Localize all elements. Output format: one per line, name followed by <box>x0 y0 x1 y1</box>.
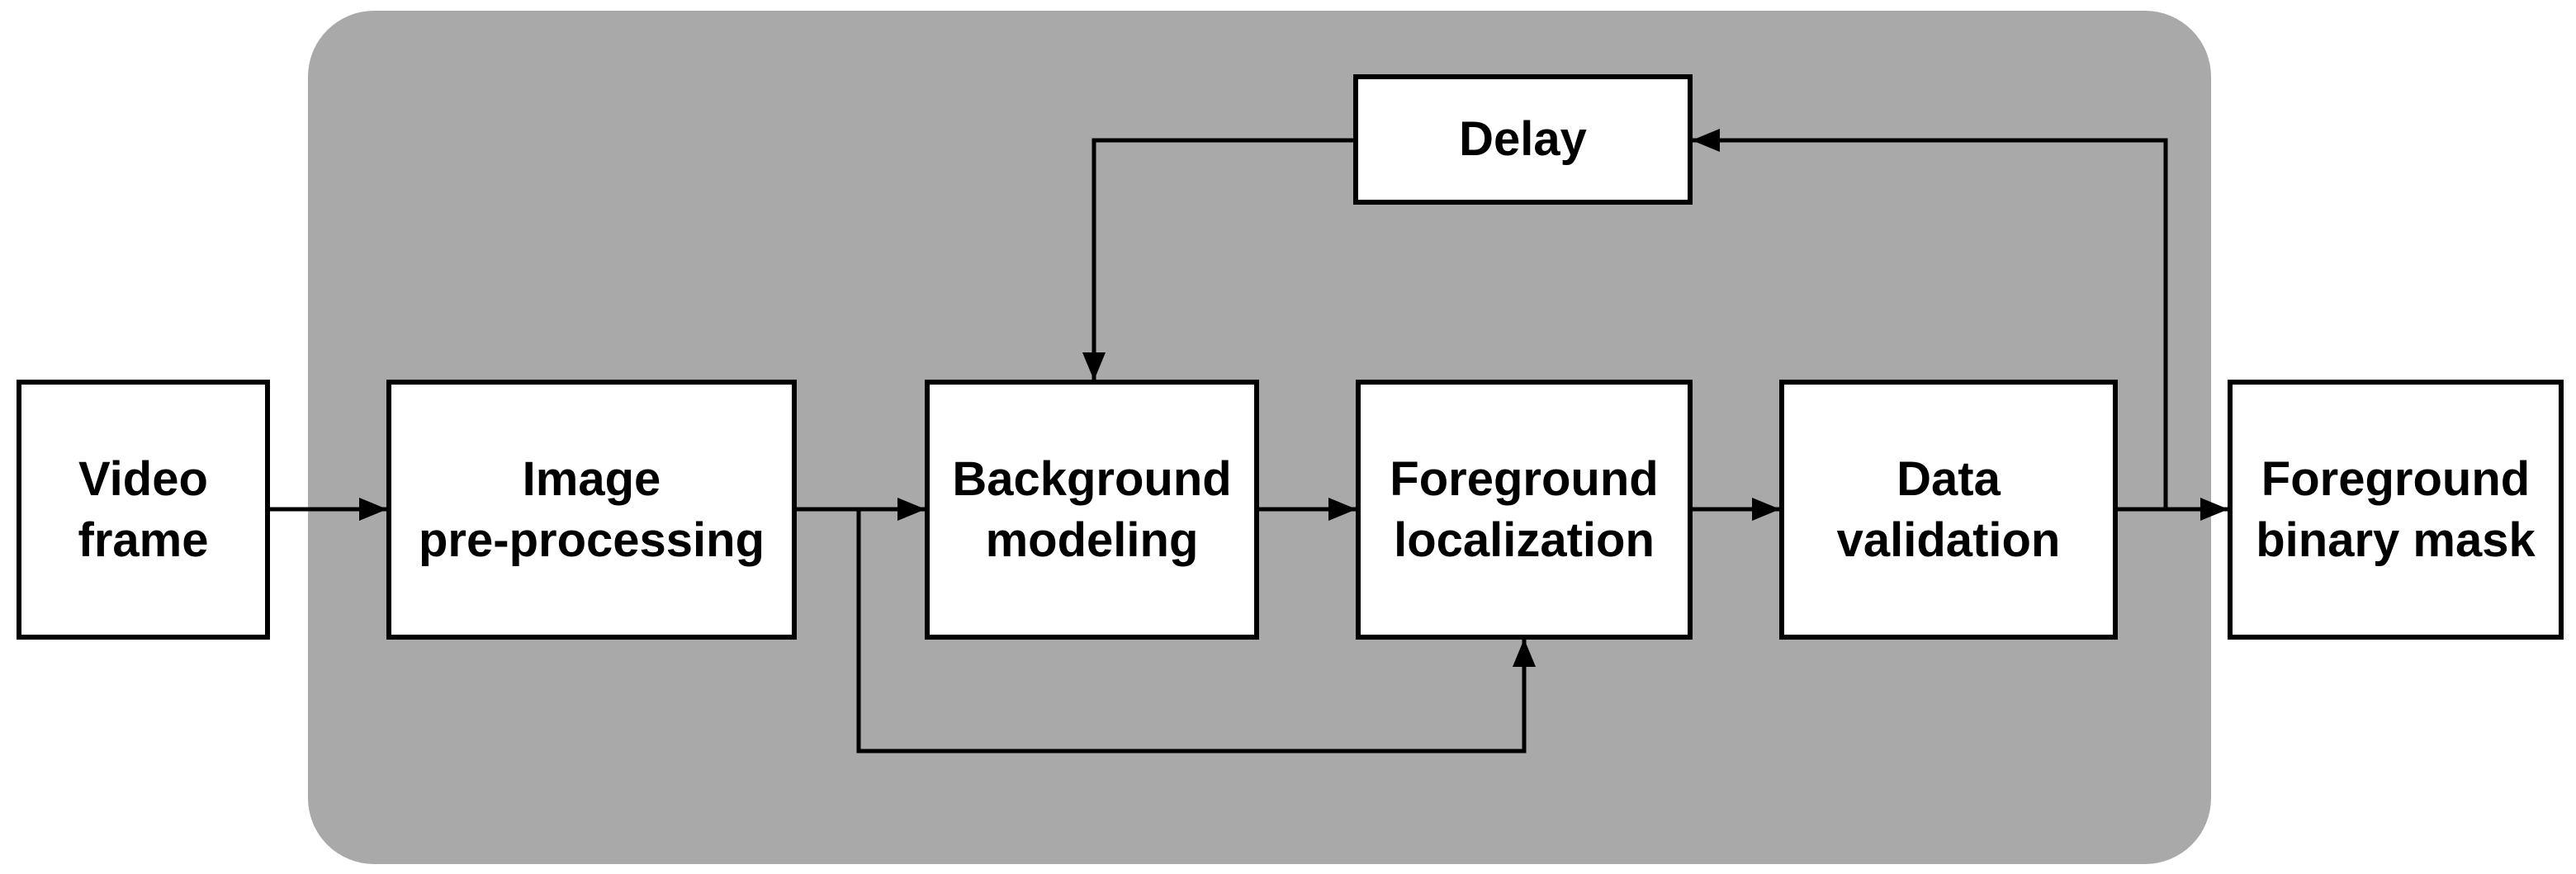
node-foreground-localization: Foreground localization <box>1356 380 1693 640</box>
node-image-preprocessing: Image pre-processing <box>386 380 797 640</box>
node-background-modeling: Background modeling <box>925 380 1259 640</box>
node-data-validation: Data validation <box>1779 380 2118 640</box>
node-video-frame: Video frame <box>17 380 270 640</box>
node-delay: Delay <box>1353 74 1693 205</box>
node-foreground-binary-mask: Foreground binary mask <box>2228 380 2564 640</box>
